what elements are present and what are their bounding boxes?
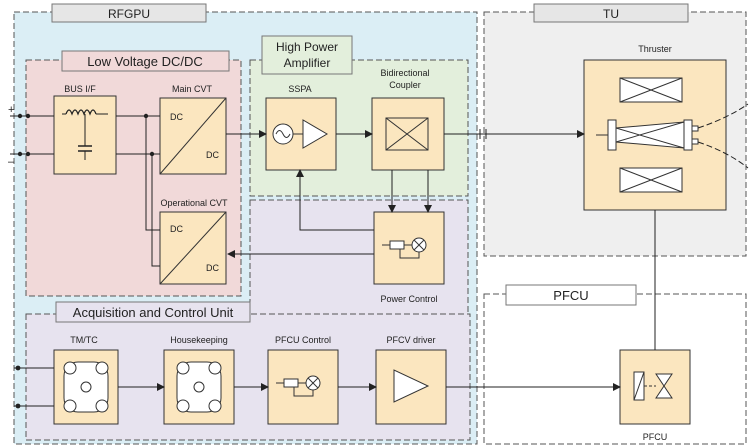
pfcu-valve-label: PFCU [643, 432, 668, 442]
junction-dots [15, 113, 155, 409]
processor-icon [176, 361, 222, 413]
coupler-label-line1: Bidirectional [380, 68, 429, 78]
pfcu-valve-block [619, 349, 691, 425]
acu-title: Acquisition and Control Unit [73, 305, 234, 320]
pfcu-group [483, 293, 747, 445]
hpa-title-box [261, 35, 353, 75]
pfcu-title-box [505, 284, 637, 306]
connections [10, 103, 749, 407]
pfcv-driver-block [375, 349, 447, 425]
pfcu-control-block [267, 349, 339, 425]
tu-title: TU [603, 7, 619, 21]
minus-terminal: – [8, 156, 15, 168]
operational-cvt-label: Operational CVT [160, 198, 228, 208]
rfgpu-title-box [51, 3, 207, 23]
hpa-title-line2: Amplifier [284, 56, 331, 70]
valve-icon [655, 373, 673, 399]
coupler-icon [385, 117, 429, 151]
coupler-block [371, 97, 445, 171]
acu-title-box [55, 301, 251, 323]
power-control-block [373, 211, 445, 285]
pfcu-title: PFCU [553, 288, 588, 303]
pfcu-control-label: PFCU Control [275, 335, 331, 345]
operational-cvt-dc-in: DC [170, 224, 183, 234]
main-cvt-dc-in: DC [170, 112, 183, 122]
bus-if-label: BUS I/F [64, 84, 96, 94]
sspa-label: SSPA [288, 84, 311, 94]
operational-cvt-dc-out: DC [206, 263, 219, 273]
hpa-title-line1: High Power [276, 40, 338, 54]
tmtc-label: TM/TC [70, 335, 98, 345]
amplifier-icon [302, 119, 328, 149]
tu-title-box [533, 3, 689, 23]
main-cvt-label: Main CVT [172, 84, 213, 94]
power-control-label: Power Control [380, 294, 437, 304]
thruster-label: Thruster [638, 44, 672, 54]
processor-icon [63, 361, 109, 413]
pfcv-driver-label: PFCV driver [386, 335, 435, 345]
thruster-cavity-icon [596, 119, 699, 151]
main-cvt-dc-out: DC [206, 150, 219, 160]
inductor-icon [65, 109, 97, 116]
rfgpu-title: RFGPU [108, 7, 150, 21]
housekeeping-label: Housekeeping [170, 335, 228, 345]
attenuator-icon [283, 378, 299, 388]
coupler-label-line2: Coupler [389, 80, 421, 90]
variable-attenuator-icon [389, 240, 405, 250]
driver-amplifier-icon [393, 369, 430, 403]
plus-terminal: + [8, 104, 14, 116]
low-voltage-title-box [61, 50, 230, 72]
low-voltage-title: Low Voltage DC/DC [87, 54, 203, 69]
